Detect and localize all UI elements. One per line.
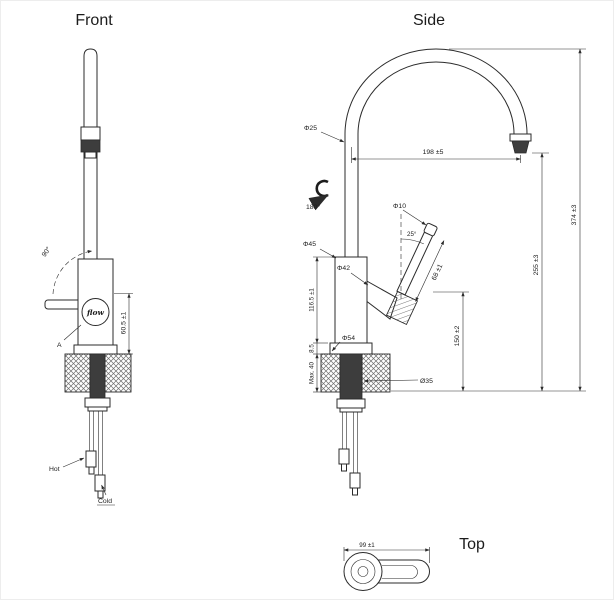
side-aerator — [511, 140, 530, 154]
handle-joint-section — [385, 290, 419, 326]
top-view: Top 99 ±1 — [343, 536, 485, 591]
lever-tip — [423, 222, 438, 237]
front-view: Front flow 90° A 60.5 ±1 — [40, 12, 133, 506]
front-mounting — [64, 353, 132, 412]
side-overall-height-dimension: 374 ±3 — [391, 48, 586, 392]
side-base-height-dimension: 8.5 — [309, 343, 328, 355]
handle-lever — [396, 222, 438, 296]
front-aerator — [80, 139, 101, 153]
threaded-shank — [339, 353, 363, 400]
leader-line — [320, 131, 345, 143]
front-hose-labels: Hot Cold — [49, 457, 115, 506]
leader-line — [350, 272, 369, 286]
front-height-label: 60.5 ±1 — [121, 311, 128, 334]
front-section-a: A — [57, 324, 82, 349]
top-view-title: Top — [459, 536, 485, 553]
side-deck-thickness-dimension: Max. 40 — [309, 353, 321, 393]
front-logo-badge — [81, 298, 110, 326]
hole-diameter-label: Ø35 — [420, 378, 433, 385]
hose-connector-cold — [94, 474, 106, 492]
spout-diameter-label: Φ25 — [304, 125, 317, 132]
base-height-label: 8.5 — [309, 344, 316, 353]
handle-height-label: 150 ±2 — [454, 325, 461, 346]
side-outlet-height-dimension: 255 ±3 — [532, 152, 549, 392]
lever-angle-label: 90° — [40, 245, 53, 258]
hose-connector — [338, 448, 350, 465]
side-nozzle-collar — [509, 133, 532, 142]
side-body-diameter: Φ45 — [303, 241, 337, 259]
side-swivel: 180° — [306, 179, 329, 211]
hose-connector-hot — [85, 450, 97, 468]
handle-angle-label: 25° — [407, 231, 417, 238]
side-body — [334, 256, 368, 344]
deck-section-right — [104, 353, 132, 393]
top-body-inner — [350, 559, 376, 584]
side-handle-height-dimension: 150 ±2 — [433, 291, 469, 392]
overall-height-label: 374 ±3 — [571, 204, 578, 225]
side-body-height-dimension: 116.5 ±1 — [309, 256, 333, 344]
top-spout-inner — [382, 565, 418, 579]
hose-connector — [349, 472, 361, 489]
leader-line — [363, 379, 419, 383]
body-diameter-label: Φ45 — [303, 241, 316, 248]
handle-dia-leader — [402, 209, 427, 226]
handle-length-line — [415, 240, 445, 302]
side-view-title: Side — [413, 12, 445, 29]
threaded-shank — [89, 353, 106, 399]
side-handle: 25° Φ10 68 ±1 — [364, 203, 445, 326]
front-view-title: Front — [75, 12, 113, 29]
side-neck-diameter: Φ42 — [337, 265, 369, 286]
handle-length-label: 68 ±1 — [431, 263, 445, 282]
front-nozzle-tip — [84, 151, 97, 159]
section-a-label: A — [57, 342, 62, 349]
cold-label: Cold — [98, 498, 112, 505]
handle-diameter-label: Φ10 — [393, 203, 406, 210]
outlet-height-label: 255 ±3 — [533, 254, 540, 275]
cold-leader — [101, 484, 107, 496]
hot-leader — [62, 457, 85, 468]
swivel-angle-label: 180° — [306, 203, 320, 211]
body-height-label: 116.5 ±1 — [309, 288, 316, 312]
mounting-nut — [84, 397, 111, 408]
section-a-leader — [63, 324, 82, 341]
deck-section-left — [320, 353, 341, 393]
brand-logo: flow — [86, 308, 104, 317]
base-diameter-label: Φ54 — [342, 335, 355, 342]
mounting-washer — [339, 407, 363, 413]
hot-label: Hot — [49, 466, 60, 473]
neck-diameter-label: Φ42 — [337, 265, 350, 272]
side-base-diameter: Φ54 — [331, 335, 355, 352]
top-width-label: 99 ±1 — [359, 542, 375, 549]
side-hole-diameter: Ø35 — [363, 378, 433, 385]
deck-section-left — [64, 353, 91, 393]
deck-thickness-label: Max. 40 — [309, 361, 316, 384]
front-base-flange — [73, 344, 118, 355]
front-hoses — [85, 411, 106, 499]
side-hoses — [338, 412, 361, 496]
leader-line — [319, 248, 337, 259]
mounting-nut — [336, 398, 366, 409]
mounting-washer — [87, 406, 108, 412]
top-body-center — [357, 566, 369, 577]
front-faucet-outline: flow — [44, 48, 118, 355]
leader-line — [331, 341, 341, 352]
side-view: Side Φ25 198 ±5 180° — [303, 12, 586, 496]
side-reach-dimension: 198 ±5 — [351, 147, 521, 163]
side-flange — [329, 342, 373, 355]
hose-tip — [352, 487, 358, 496]
top-width-dimension: 99 ±1 — [343, 542, 430, 563]
side-spout-diameter: Φ25 — [304, 125, 345, 143]
reach-label: 198 ±5 — [423, 149, 444, 156]
side-mounting — [320, 353, 391, 413]
hose-tip-hot — [88, 466, 95, 475]
joint-hatch — [385, 290, 419, 326]
hose-tip — [341, 463, 347, 472]
deck-section-right — [361, 353, 391, 393]
top-body-outer — [343, 552, 383, 591]
swivel-arrow — [308, 179, 329, 211]
hose-tip-cold — [97, 490, 104, 499]
front-nozzle-collar — [80, 126, 101, 141]
